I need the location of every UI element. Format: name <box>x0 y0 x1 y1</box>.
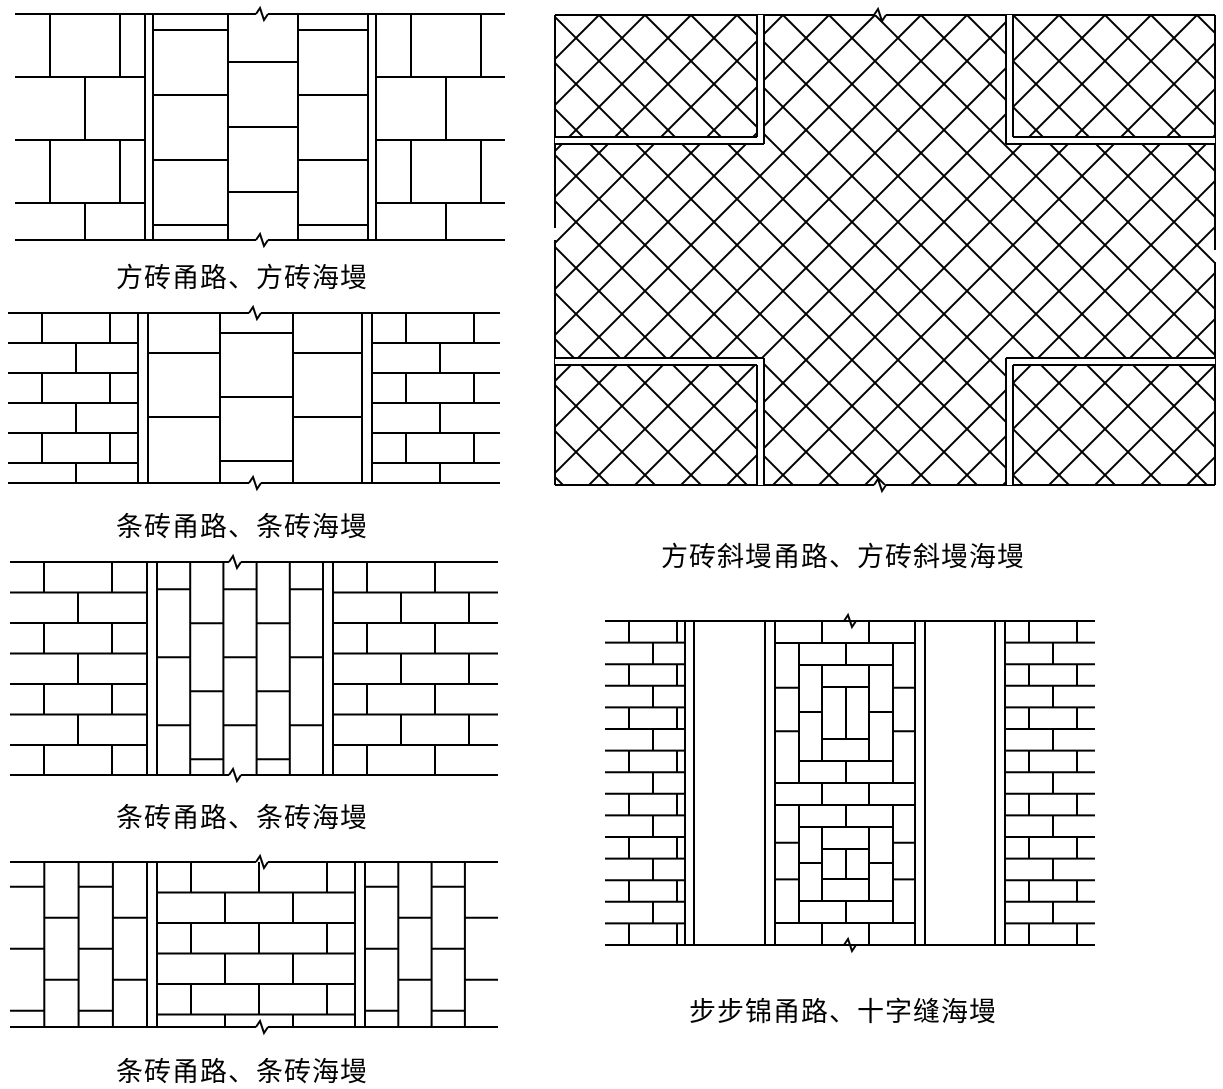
caption-panel-5: 方砖斜墁甬路、方砖斜墁海墁 <box>661 542 1025 573</box>
diagonal-joint <box>555 245 795 485</box>
diagonal-joint <box>555 15 784 245</box>
diagonal-joint <box>909 179 1215 485</box>
diagonal-joint <box>874 15 1215 357</box>
break-line <box>248 474 262 492</box>
diagonal-joint <box>0 15 93 615</box>
diagonal-joint <box>555 15 692 153</box>
caption-panel-1: 方砖甬路、方砖海墁 <box>116 263 368 294</box>
break-line <box>228 766 242 784</box>
caption-panel-2: 条砖甬路、条砖海墁 <box>116 512 368 543</box>
diagonal-joint <box>644 15 1117 485</box>
diagonal-joint <box>555 15 876 337</box>
diagonal-joint <box>555 15 922 383</box>
caption-panel-3: 条砖甬路、条砖海墁 <box>116 803 368 834</box>
panel-strip-brick-path-3 <box>10 853 498 1036</box>
diagonal-joint <box>555 291 749 485</box>
diagonal-joint <box>817 87 1215 485</box>
diagonal-joint <box>782 15 1215 449</box>
diagonal-joint <box>690 15 1163 485</box>
diagonal-joint <box>1149 15 1223 615</box>
diagonal-joint <box>725 15 1198 485</box>
break-line <box>255 853 269 871</box>
corner-border-tl <box>555 15 765 145</box>
diagonal-joint <box>1150 15 1215 81</box>
break-line <box>248 304 262 322</box>
diagonal-joint <box>863 133 1215 485</box>
diagonal-joint <box>679 15 1152 485</box>
diagonal-joint <box>555 15 1025 485</box>
diagonal-joint <box>0 15 47 615</box>
diagonal-joint <box>555 15 738 199</box>
break-line <box>228 553 242 571</box>
break-line <box>255 5 269 23</box>
diagonal-joint <box>966 15 1215 265</box>
diagonal-joint <box>555 15 1014 475</box>
diagonal-joint <box>598 15 1071 485</box>
panel-bubujin-path <box>605 612 1095 954</box>
diagonal-joint <box>1139 409 1215 485</box>
diagonal-joint <box>1093 363 1215 485</box>
panel-strip-brick-path-2 <box>10 553 498 784</box>
panel-square-brick-path <box>15 5 505 249</box>
diagonal-joint <box>1001 271 1215 485</box>
break-line <box>873 476 887 494</box>
diagonal-joint <box>955 225 1215 485</box>
diagonal-joint <box>920 15 1215 311</box>
diagonal-joint <box>633 15 1106 485</box>
corner-border-tr <box>1005 15 1215 145</box>
caption-panel-6: 步步锦甬路、十字缝海墁 <box>689 997 997 1028</box>
diagonal-hatch <box>0 15 1223 615</box>
diagonal-joint <box>555 153 887 485</box>
diagonal-joint <box>555 61 979 485</box>
diagonal-joint <box>736 15 1209 485</box>
corner-border-bl <box>555 357 765 485</box>
panel-strip-brick-path-1 <box>8 304 500 492</box>
diagonal-joint <box>0 15 1 615</box>
diagonal-joint <box>587 15 1060 485</box>
corner-border-br <box>1005 357 1215 485</box>
diagonal-joint <box>1012 15 1215 219</box>
diagonal-joint <box>771 41 1215 485</box>
diagonal-joint <box>1104 15 1215 127</box>
diagonal-joint <box>1058 15 1215 173</box>
diagonal-joint <box>828 15 1215 403</box>
diagonal-joint <box>555 199 841 485</box>
break-line <box>255 231 269 249</box>
panel-diagonal-square-brick <box>0 6 1223 615</box>
diagonal-joint <box>555 107 933 485</box>
break-line <box>873 6 887 24</box>
diagonal-joint <box>555 15 968 429</box>
break-line <box>255 1018 269 1036</box>
diagonal-joint <box>555 15 830 291</box>
caption-panel-4: 条砖甬路、条砖海墁 <box>116 1057 368 1088</box>
diagonal-joint <box>1103 15 1223 615</box>
diagonal-joint <box>1196 15 1215 35</box>
